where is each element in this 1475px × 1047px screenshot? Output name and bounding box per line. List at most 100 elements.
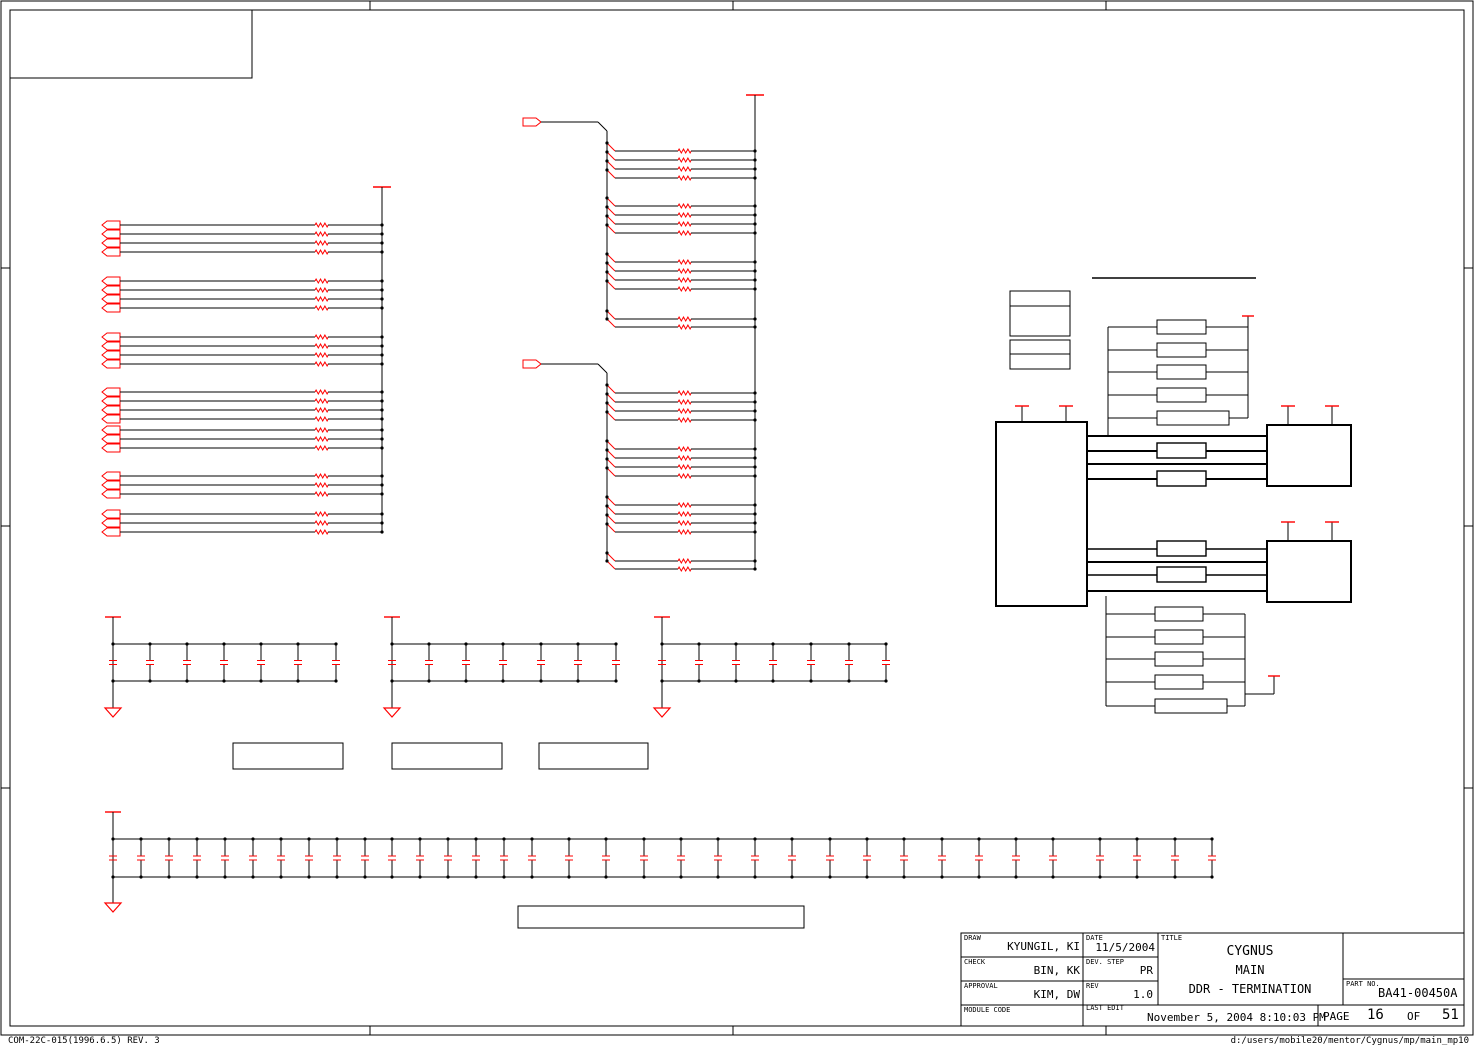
junction-dot [605, 309, 609, 313]
junction-dot [790, 837, 794, 841]
junction-dot [771, 679, 775, 683]
junction-dot [790, 875, 794, 879]
junction-dot [390, 875, 394, 879]
junction-dot [380, 279, 384, 283]
junction-dot [307, 875, 311, 879]
junction-dot [380, 241, 384, 245]
resistor-box [1154, 629, 1204, 645]
junction-dot [530, 837, 534, 841]
label-box [1009, 353, 1071, 370]
junction-dot [567, 837, 571, 841]
junction-dot [940, 875, 944, 879]
junction-dot [753, 278, 757, 282]
stub [606, 224, 616, 234]
port-symbol [101, 434, 121, 444]
port-symbol [101, 276, 121, 286]
junction-dot [501, 642, 505, 646]
junction-dot [847, 679, 851, 683]
dev-step-label: DEV. STEP [1086, 958, 1124, 966]
stub [606, 411, 616, 421]
stub [606, 262, 616, 272]
resistor-symbol [677, 165, 692, 173]
title-line-2: MAIN [1235, 963, 1265, 977]
junction-dot [251, 837, 255, 841]
resistor-symbol [677, 463, 692, 471]
junction-dot [605, 551, 609, 555]
junction-dot [380, 428, 384, 432]
title-line-3: DDR - TERMINATION [1188, 982, 1312, 996]
junction-dot [697, 679, 701, 683]
junction-dot [380, 353, 384, 357]
resistor-symbol [677, 407, 692, 415]
junction-dot [380, 399, 384, 403]
resistor-symbol [314, 415, 329, 423]
junction-dot [1051, 875, 1055, 879]
resistor-symbol [677, 156, 692, 164]
port-symbol [101, 341, 121, 351]
junction-dot [111, 642, 115, 646]
junction-dot [111, 679, 115, 683]
middle-termination-block [522, 94, 764, 573]
ground-symbol [103, 902, 123, 913]
junction-dot [716, 875, 720, 879]
label-box-long [517, 905, 805, 929]
junction-dot [753, 287, 757, 291]
port-symbol [101, 471, 121, 481]
module-code-label: MODULE CODE [964, 1006, 1011, 1014]
junction-dot [753, 521, 757, 525]
junction-dot [753, 317, 757, 321]
junction-dot [363, 875, 367, 879]
junction-dot [279, 837, 283, 841]
resistor-box [1154, 674, 1204, 690]
junction-dot [530, 875, 534, 879]
junction-dot [390, 679, 394, 683]
port-symbol [101, 509, 121, 519]
title-block-grid [960, 932, 1465, 1027]
junction-dot [474, 875, 478, 879]
form-id: COM-22C-015(1996.6.5) REV. 3 [8, 1036, 160, 1046]
ic-package [1266, 540, 1352, 603]
junction-dot [380, 408, 384, 412]
junction-dot [335, 837, 339, 841]
resistor-symbol [677, 528, 692, 536]
junction-dot [753, 559, 757, 563]
junction-dot [847, 642, 851, 646]
stub [606, 271, 616, 281]
page-label: PAGE [1323, 1010, 1350, 1023]
resistor-symbol [314, 248, 329, 256]
port-symbol [101, 480, 121, 490]
label-boxes [232, 742, 805, 929]
junction-dot [753, 391, 757, 395]
resistor-symbol [314, 510, 329, 518]
junction-dot [809, 679, 813, 683]
stub [606, 169, 616, 179]
junction-dot [223, 875, 227, 879]
junction-dot [753, 409, 757, 413]
junction-dot [828, 837, 832, 841]
ic-package [995, 421, 1088, 607]
junction-dot [380, 250, 384, 254]
junction-dot [605, 270, 609, 274]
resistor-symbol [314, 342, 329, 350]
junction-dot [614, 679, 618, 683]
resistor-symbol [314, 388, 329, 396]
port-symbol [522, 117, 542, 127]
junction-dot [380, 306, 384, 310]
junction-dot [296, 642, 300, 646]
resistor-symbol [677, 323, 692, 331]
rev-label: REV [1086, 982, 1099, 990]
junction-dot [605, 448, 609, 452]
port-symbol [101, 350, 121, 360]
junction-dot [604, 837, 608, 841]
resistor-symbol [314, 239, 329, 247]
stub [606, 467, 616, 477]
junction-dot [753, 474, 757, 478]
junction-dot [279, 875, 283, 879]
junction-dot [148, 679, 152, 683]
resistor-box [1156, 540, 1207, 557]
draw-value: KYUNGIL, KI [1007, 940, 1080, 953]
junction-dot [605, 439, 609, 443]
junction-dot [753, 204, 757, 208]
left-termination-block [101, 186, 391, 537]
resistor-symbol [677, 398, 692, 406]
